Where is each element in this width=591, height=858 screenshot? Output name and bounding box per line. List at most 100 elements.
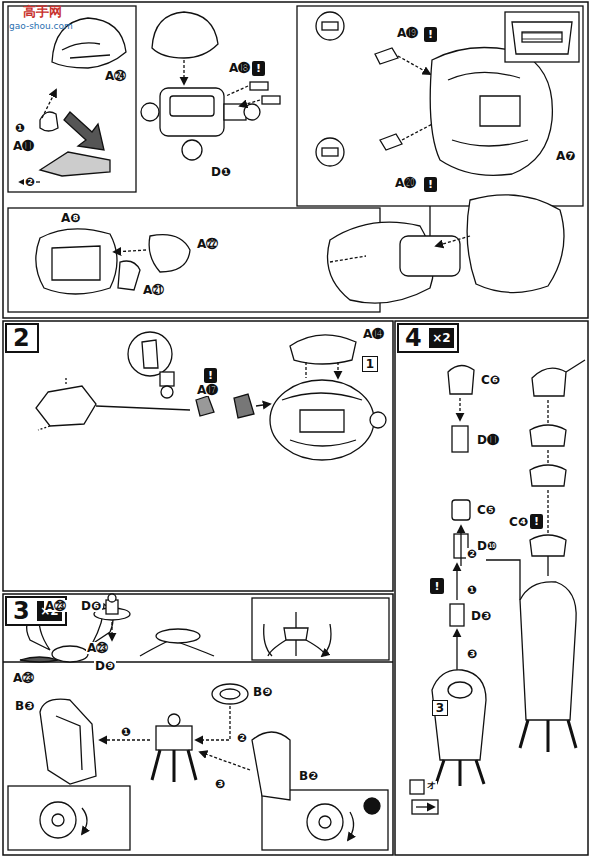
head-part xyxy=(532,368,566,396)
shell-part xyxy=(149,235,190,272)
rotation-view xyxy=(307,804,343,840)
view-symbol xyxy=(364,798,380,814)
part-label: D❶ xyxy=(210,166,232,178)
small-part xyxy=(375,48,398,64)
node-text: ! xyxy=(434,581,439,592)
detail-line xyxy=(38,376,66,430)
torso-sphere xyxy=(270,380,374,460)
marker-symbol xyxy=(412,800,438,814)
detail-callout xyxy=(316,12,344,40)
cover-part xyxy=(252,732,290,800)
shell-part xyxy=(512,22,572,54)
caution-mark: ! xyxy=(424,177,437,192)
assembly-arrow xyxy=(256,404,270,406)
detail-callout xyxy=(316,138,344,166)
part-label: A㉔ xyxy=(104,70,127,82)
segment-part xyxy=(530,465,566,486)
panel-frame xyxy=(3,594,393,855)
assembly-arrow xyxy=(460,526,461,566)
small-part xyxy=(234,394,254,418)
detail-line xyxy=(56,716,82,770)
leader-line xyxy=(548,360,585,576)
assembly-arrow xyxy=(111,622,112,640)
node-text: 3 xyxy=(436,702,444,714)
hub-part xyxy=(52,646,88,662)
claw-assembly xyxy=(284,612,308,640)
part-outline xyxy=(36,386,96,426)
body-frame xyxy=(160,88,224,136)
assembly-arrow xyxy=(183,60,184,84)
marker-symbol xyxy=(416,806,434,807)
claw-part xyxy=(20,657,58,662)
hat-part xyxy=(290,335,356,364)
pin-part xyxy=(250,82,268,90)
step-order-number: ❷ xyxy=(24,176,36,188)
panel-frame xyxy=(395,321,588,855)
part-label: A⓲ xyxy=(228,62,251,74)
node-text: ! xyxy=(428,179,433,190)
paint-symbol xyxy=(410,780,424,794)
node-text: 4 xyxy=(405,326,422,350)
segment-part xyxy=(530,425,566,446)
rotate-arrow xyxy=(82,808,87,834)
watermark: gao-shou.com xyxy=(8,22,74,31)
claw-part xyxy=(520,720,576,752)
shell-part xyxy=(430,48,552,176)
part-label: A⓱ xyxy=(196,384,219,396)
detail-callout xyxy=(505,12,579,62)
claw-part xyxy=(152,750,196,782)
inset-frame xyxy=(8,208,380,312)
caution-mark: ! xyxy=(430,578,444,594)
ball-joint xyxy=(244,104,260,120)
small-part xyxy=(142,340,158,368)
node-text: ! xyxy=(256,63,261,74)
part-label: D❿ xyxy=(476,540,498,552)
step-reference: 3 xyxy=(432,700,448,716)
inset-frame xyxy=(252,598,389,660)
leader-line xyxy=(486,560,520,600)
assembly-arrow xyxy=(547,400,548,534)
assembly-arrow xyxy=(398,56,430,74)
part-label: A㉓ xyxy=(44,600,67,612)
part-label: C❺ xyxy=(476,504,497,516)
assembly-arrow xyxy=(436,236,470,246)
detail-line xyxy=(170,96,214,116)
caution-mark: ! xyxy=(530,514,543,529)
node-text: ! xyxy=(534,516,539,527)
step-order-number: ❶ xyxy=(466,584,478,596)
segment-part xyxy=(530,535,566,556)
assembly-arrow xyxy=(330,256,366,262)
ring-part xyxy=(220,689,240,699)
caution-mark: ! xyxy=(252,61,265,76)
part-label: B❸ xyxy=(14,700,35,712)
small-part xyxy=(40,112,58,131)
small-part xyxy=(118,261,140,290)
big-arrow xyxy=(64,112,104,150)
part-label: A㉓ xyxy=(12,672,35,684)
part-label: C❻ xyxy=(480,374,501,386)
part-label: D❾ xyxy=(94,660,116,672)
small-part xyxy=(322,22,338,30)
small-part xyxy=(40,152,110,176)
paint-symbol xyxy=(160,372,174,386)
hand-shell xyxy=(40,699,96,784)
step-order-number: ❷ xyxy=(466,548,478,560)
part-label: B❾ xyxy=(252,686,273,698)
paint-symbol xyxy=(161,386,173,398)
assembly-arrow xyxy=(456,564,457,600)
assembly-arrow xyxy=(42,90,56,118)
leader-line xyxy=(96,406,190,410)
part-label: A⓮ xyxy=(362,328,385,340)
joint-part xyxy=(450,604,464,626)
step-number: 4×2 xyxy=(397,323,459,353)
joint-cylinder xyxy=(224,104,246,120)
pin-part xyxy=(262,96,280,104)
node-text: ! xyxy=(428,29,433,40)
assembly-arrow xyxy=(226,86,260,106)
joint-mechanism xyxy=(156,726,192,750)
assembly-arrow xyxy=(459,398,460,420)
panel-frame xyxy=(3,321,393,591)
detail-line xyxy=(52,246,100,280)
claw-part xyxy=(436,760,484,786)
